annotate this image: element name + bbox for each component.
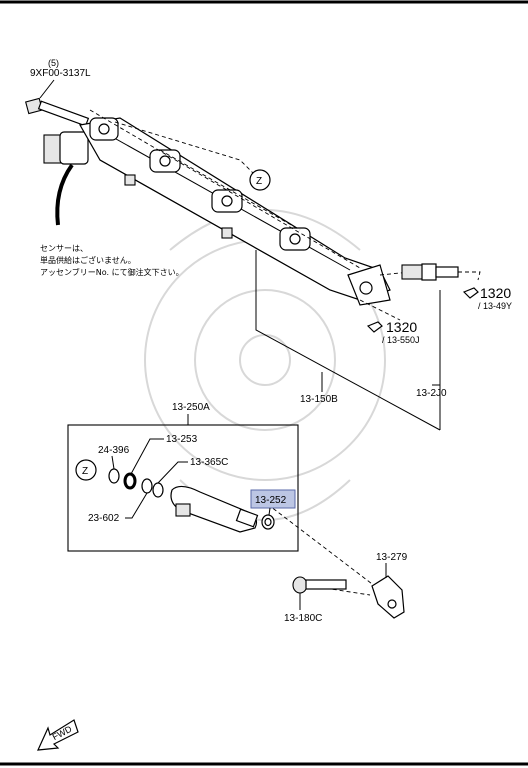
leader-13-365c <box>157 461 188 484</box>
label-13-180c[interactable]: 13-180C <box>284 613 322 624</box>
leader-24-396 <box>111 455 115 470</box>
fuel-fitting[interactable] <box>401 263 459 281</box>
note-line-1: センサーは、 <box>40 244 88 253</box>
note-line-2: 単品供給はございません。 <box>40 255 136 265</box>
fuel-rail-flange <box>347 264 391 306</box>
leader-13-252 <box>268 507 271 516</box>
label-13-49y: / 13-49Y <box>478 301 512 311</box>
leader-23-602 <box>125 492 148 519</box>
label-13-2j0[interactable]: 13-2J0 <box>416 388 447 399</box>
highlight-13-252[interactable]: 13-252 <box>250 489 296 509</box>
label-23-602[interactable]: 23-602 <box>88 513 120 524</box>
bracket-13-279[interactable] <box>371 575 405 619</box>
injector-assembly-frame <box>67 424 299 552</box>
fwd-arrow-icon: FWD <box>37 719 79 751</box>
label-z-rail: Z <box>256 176 262 187</box>
washer-13-252[interactable] <box>261 514 275 530</box>
label-13-279[interactable]: 13-279 <box>376 552 408 563</box>
watermark-emblem <box>144 209 386 521</box>
label-13-550j: / 13-550J <box>382 335 420 345</box>
bolt-13-180c[interactable] <box>292 576 347 594</box>
label-1320-a: 1320 <box>480 285 511 301</box>
label-9xf00-3137l[interactable]: 9XF00-3137L <box>30 68 91 79</box>
fuel-rail[interactable] <box>79 117 391 306</box>
sensor-part[interactable] <box>43 131 89 226</box>
label-13-253[interactable]: 13-253 <box>166 434 198 445</box>
label-13-365c[interactable]: 13-365C <box>190 457 228 468</box>
label-24-396[interactable]: 24-396 <box>98 445 130 456</box>
highlight-box <box>250 489 296 509</box>
ref-circle-z-rail[interactable] <box>249 169 271 191</box>
o-rings-13-365c[interactable] <box>141 478 164 498</box>
label-13-150b[interactable]: 13-150B <box>300 394 338 405</box>
fuel-injector[interactable] <box>170 485 259 533</box>
o-ring-24-396[interactable] <box>108 468 120 484</box>
callout-lines <box>255 250 441 431</box>
ref-circle-z-injector[interactable] <box>75 459 97 481</box>
bolt-9xf00-3137l[interactable] <box>25 97 90 127</box>
leader-9xf00 <box>39 79 55 99</box>
label-z-injector: Z <box>82 466 88 477</box>
label-1320-b: 1320 <box>386 319 417 335</box>
ref-arrow-1320-a[interactable]: 1320 / 13-49Y <box>462 285 512 311</box>
leader-1320-a <box>458 271 481 281</box>
label-13-250a[interactable]: 13-250A <box>172 402 210 413</box>
ref-arrow-1320-b[interactable]: 1320 / 13-550J <box>366 319 420 345</box>
leader-13-253 <box>130 438 164 475</box>
sensor-note: センサーは、 単品供給はございません。 アッセンブリーNo. にて御注文下さい。 <box>40 244 184 277</box>
o-ring-13-253[interactable] <box>123 472 137 490</box>
label-13-252: 13-252 <box>255 495 287 506</box>
label-bolt-qty: (5) <box>48 58 59 68</box>
fuel-rail-bosses <box>89 117 311 251</box>
note-line-3: アッセンブリーNo. にて御注文下さい。 <box>40 267 184 277</box>
